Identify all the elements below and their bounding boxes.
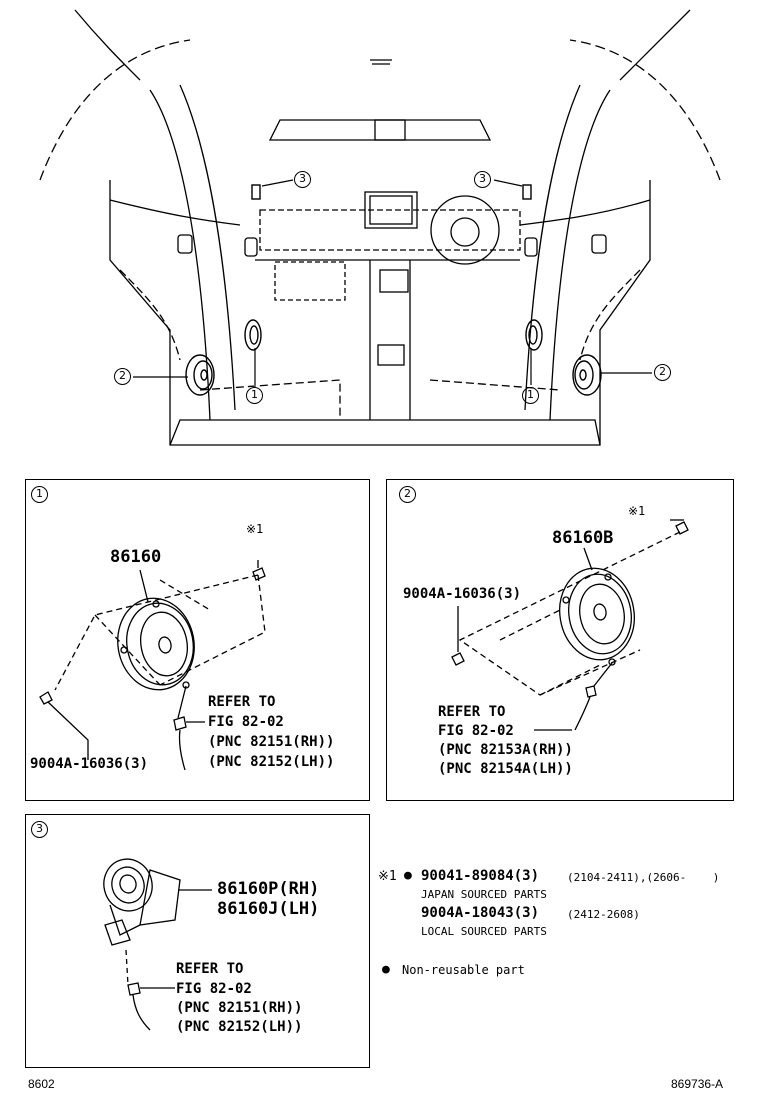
panel-2-refer-line-4: (PNC 82154A(LH)) [438, 761, 573, 777]
panel-3-refer-line-3: (PNC 82151(RH)) [176, 1000, 303, 1016]
panel-2-badge: 2 [399, 486, 416, 503]
callout-1-left: 1 [246, 387, 263, 404]
panel-2-refer-line-2: FIG 82-02 [438, 723, 514, 739]
panel-2-fastener-mark: ※1 [628, 504, 646, 518]
panel-1-fastener-mark: ※1 [246, 522, 264, 536]
notes-line1-part: 90041-89084(3) [421, 868, 540, 884]
callout-3-left: 3 [294, 171, 311, 188]
notes-line1-sub: JAPAN SOURCED PARTS [421, 888, 547, 901]
callout-3-right: 3 [474, 171, 491, 188]
callout-2-right: 2 [654, 364, 671, 381]
panel-2 [386, 479, 734, 801]
notes-line2-sub: LOCAL SOURCED PARTS [421, 925, 547, 938]
notes-mark: ※1 [378, 869, 397, 884]
panel-2-refer-line-1: REFER TO [438, 704, 506, 720]
footer-illustration-id: 869736-A [671, 1077, 724, 1091]
legend-label: Non-reusable part [402, 963, 525, 977]
panel-3-refer-line-4: (PNC 82152(LH)) [176, 1019, 303, 1035]
panel-2-refer-line-3: (PNC 82153A(RH)) [438, 742, 573, 758]
non-reusable-dot-icon: ● [404, 868, 412, 883]
callout-1-right: 1 [522, 387, 539, 404]
panel-1-refer-line-4: (PNC 82152(LH)) [208, 754, 335, 770]
panel-3-refer-line-1: REFER TO [176, 961, 244, 977]
panel-3-badge: 3 [31, 821, 48, 838]
panel-3-part-lh: 86160J(LH) [217, 899, 320, 919]
panel-1-refer-line-2: FIG 82-02 [208, 714, 284, 730]
panel-1-refer-line-3: (PNC 82151(RH)) [208, 734, 335, 750]
panel-1-refer-line-1: REFER TO [208, 694, 276, 710]
callout-2-left: 2 [114, 368, 131, 385]
panel-2-part-number: 86160B [552, 528, 614, 548]
panel-3-refer-line-2: FIG 82-02 [176, 981, 252, 997]
panel-2-screw-label: 9004A-16036(3) [403, 586, 522, 602]
legend-dot-icon: ● [382, 962, 390, 977]
notes-line2-part: 9004A-18043(3) [421, 905, 540, 921]
panel-3-part-rh: 86160P(RH) [217, 879, 320, 899]
vehicle-interior-overview [39, 9, 721, 446]
panel-1-part-number: 86160 [110, 547, 162, 567]
notes-line2-dates: (2412-2608) [567, 908, 640, 921]
panel-1-screw-label: 9004A-16036(3) [30, 756, 149, 772]
footer-figure-number: 8602 [28, 1077, 55, 1091]
panel-1 [25, 479, 370, 801]
speaker-icon [185, 184, 602, 396]
panel-3 [25, 814, 370, 1068]
notes-line1-dates: (2104-2411),(2606- ) [567, 871, 720, 884]
panel-1-badge: 1 [31, 486, 48, 503]
